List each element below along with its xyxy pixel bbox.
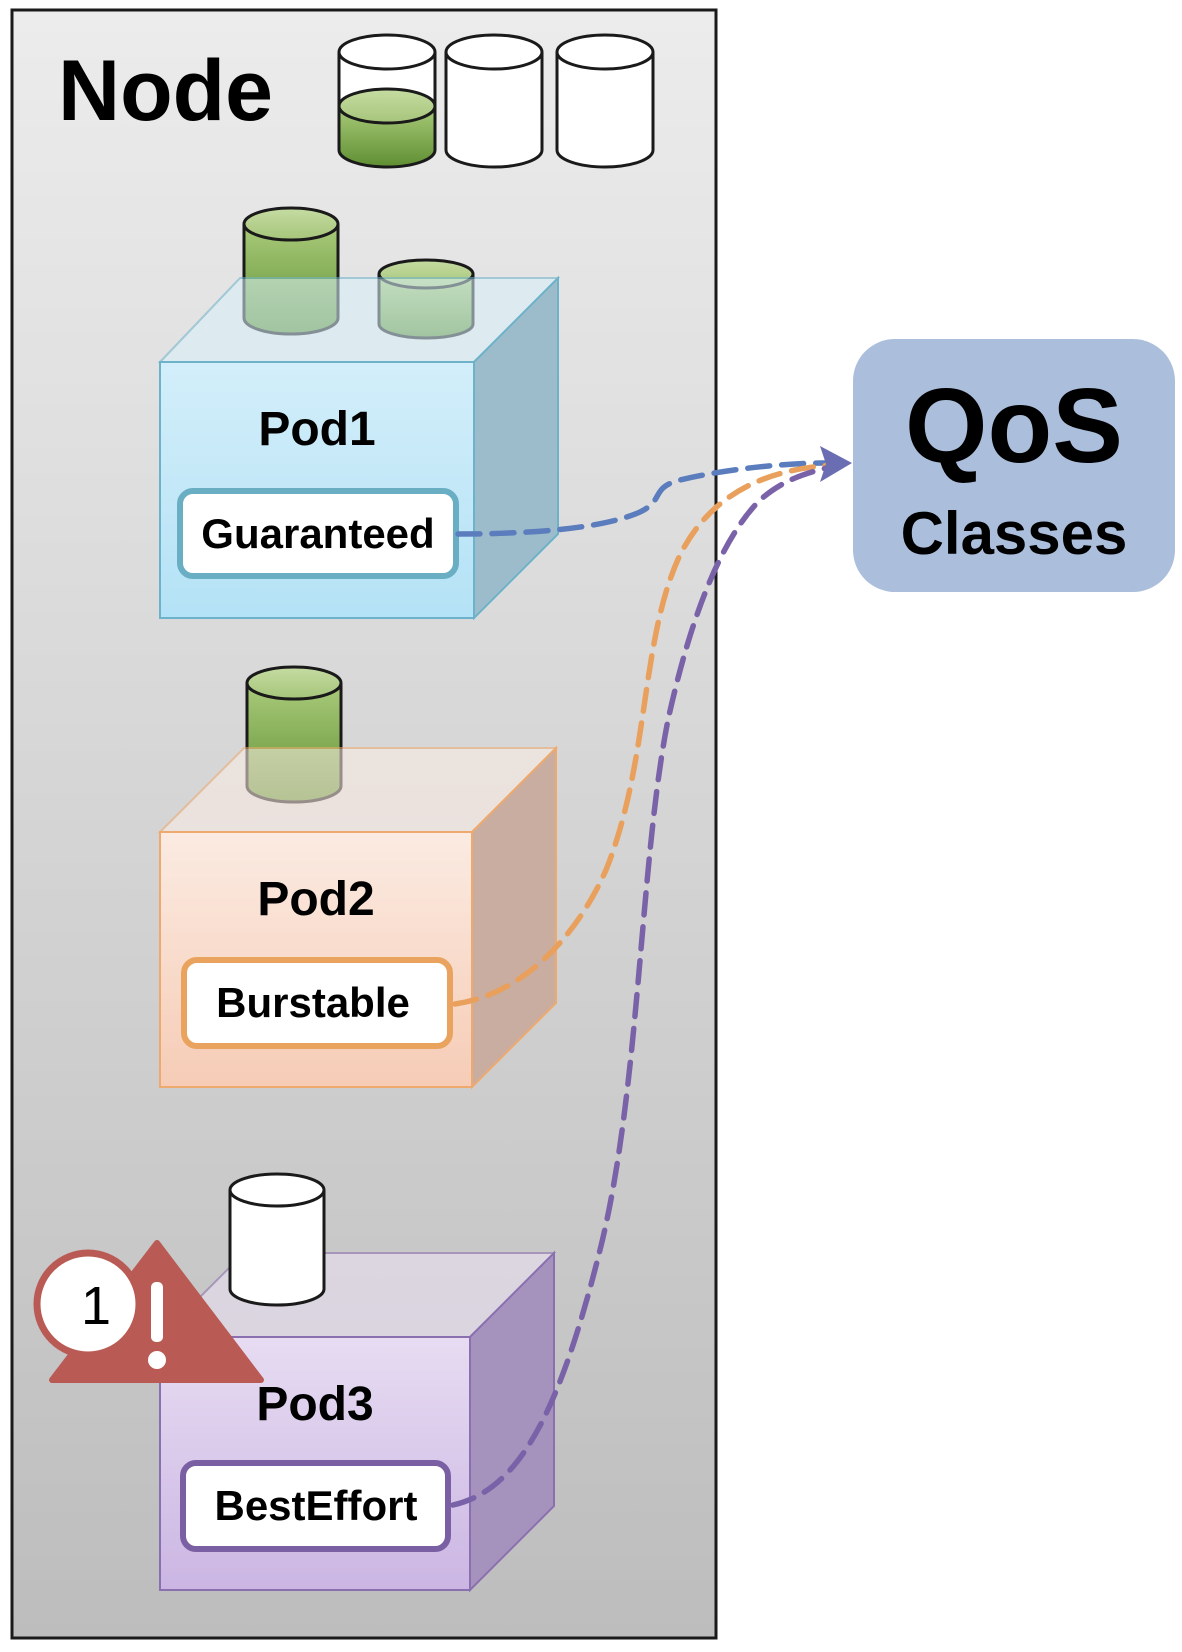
connector-arrowhead-icon: [820, 446, 852, 482]
pod-1-name: Pod1: [258, 403, 375, 456]
connector-guaranteed: [455, 460, 843, 537]
pod-3-qos-label: BestEffort: [214, 1482, 417, 1529]
warning-icon: 1: [33, 1240, 264, 1383]
pod-1-qos-label: Guaranteed: [201, 510, 434, 557]
pod-2: Pod2 Burstable: [157, 665, 559, 1090]
node-resource-cylinder-empty: [444, 33, 544, 169]
connector-besteffort: [450, 463, 838, 1508]
node-resources: [337, 33, 655, 169]
pod-3-qos-label-box: [180, 1460, 451, 1552]
pod-2-qos-label-box: [181, 957, 453, 1049]
pod-3: Pod3 BestEffort: [157, 1172, 557, 1593]
warning-count-badge: [33, 1249, 143, 1359]
node-resource-cylinder-empty: [555, 33, 655, 169]
pod-2-name: Pod2: [257, 873, 374, 926]
qos-connectors: [450, 460, 843, 1508]
connector-burstable: [452, 462, 838, 1007]
node-resource-cylinder-filled: [337, 33, 437, 169]
node-title: Node: [58, 43, 273, 139]
qos-classes-box: QoS Classes: [853, 339, 1175, 592]
qos-title: QoS: [905, 367, 1123, 485]
warning-count: 1: [81, 1276, 111, 1336]
pod-3-resource-empty: [228, 1172, 326, 1307]
qos-subtitle: Classes: [901, 500, 1128, 567]
pod-2-qos-label: Burstable: [216, 979, 410, 1026]
pod-3-name: Pod3: [256, 1378, 373, 1431]
